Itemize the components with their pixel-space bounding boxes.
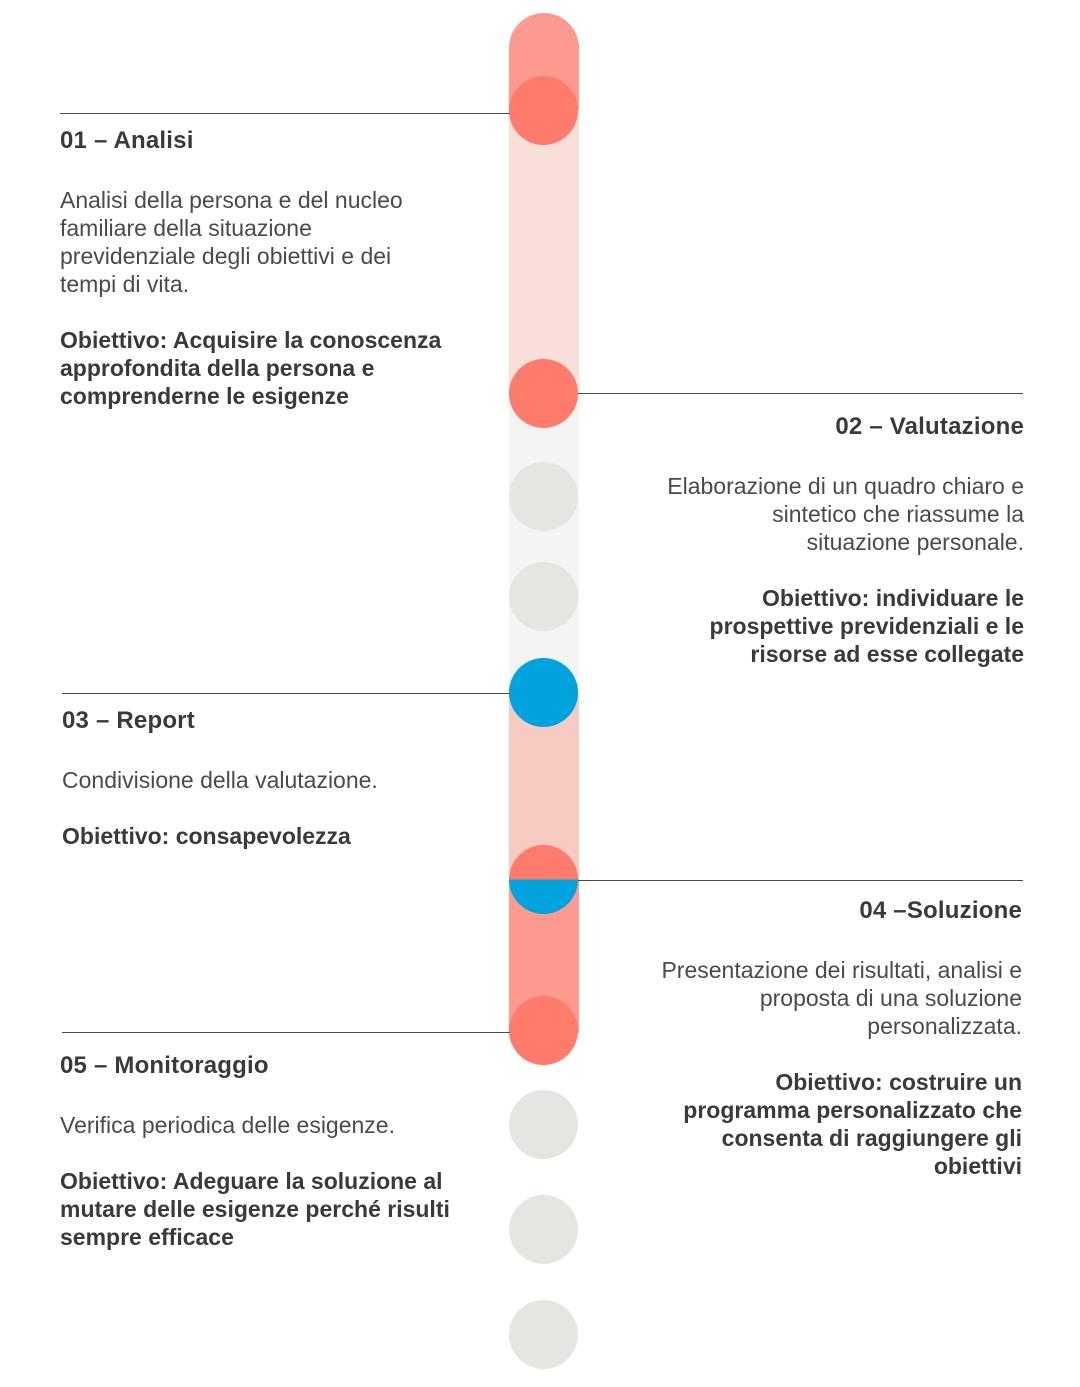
step-description: Presentazione dei risultati, analisi e p…	[661, 957, 1022, 1039]
timeline-dot-grey-1	[509, 462, 578, 531]
timeline-dot-grey-4	[509, 1195, 578, 1264]
timeline-track-pink	[509, 110, 579, 395]
step-title: 02 – Valutazione	[835, 413, 1024, 440]
step-description: Analisi della persona e del nucleo famil…	[60, 187, 403, 297]
connector-line-1	[60, 113, 510, 114]
step-title: 01 – Analisi	[60, 127, 194, 154]
connector-line-5	[62, 1032, 510, 1033]
connector-line-3	[62, 693, 510, 694]
step-title: 04 –Soluzione	[859, 897, 1022, 924]
step-report: 03 – Report Condivisione della valutazio…	[62, 706, 462, 850]
timeline-dot-5	[509, 996, 578, 1065]
timeline-dot-1	[509, 76, 578, 145]
step-goal: Obiettivo: Acquisire la conoscenza appro…	[60, 327, 442, 409]
step-description: Elaborazione di un quadro chiaro e sinte…	[667, 473, 1024, 555]
timeline-track-grey	[509, 393, 579, 695]
timeline-dot-grey-5	[509, 1300, 578, 1369]
timeline-dot-2	[509, 359, 578, 428]
step-description: Condivisione della valutazione.	[62, 767, 378, 793]
step-valutazione: 02 – Valutazione Elaborazione di un quad…	[659, 412, 1024, 668]
timeline-dot-grey-2	[509, 562, 578, 631]
timeline-dot-3	[509, 658, 578, 727]
step-goal: Obiettivo: individuare le prospettive pr…	[709, 585, 1024, 667]
step-title: 03 – Report	[62, 707, 195, 734]
step-analisi: 01 – Analisi Analisi della persona e del…	[60, 126, 465, 410]
timeline-dot-grey-3	[509, 1090, 578, 1159]
step-title: 05 – Monitoraggio	[60, 1052, 269, 1079]
connector-line-4	[578, 880, 1023, 881]
step-monitoraggio: 05 – Monitoraggio Verifica periodica del…	[60, 1051, 470, 1251]
step-goal: Obiettivo: consapevolezza	[62, 823, 351, 849]
step-goal: Obiettivo: Adeguare la soluzione al muta…	[60, 1168, 450, 1250]
step-description: Verifica periodica delle esigenze.	[60, 1112, 395, 1138]
step-goal: Obiettivo: costruire un programma person…	[683, 1069, 1022, 1179]
step-soluzione: 04 –Soluzione Presentazione dei risultat…	[642, 896, 1022, 1180]
connector-line-2	[578, 393, 1023, 394]
